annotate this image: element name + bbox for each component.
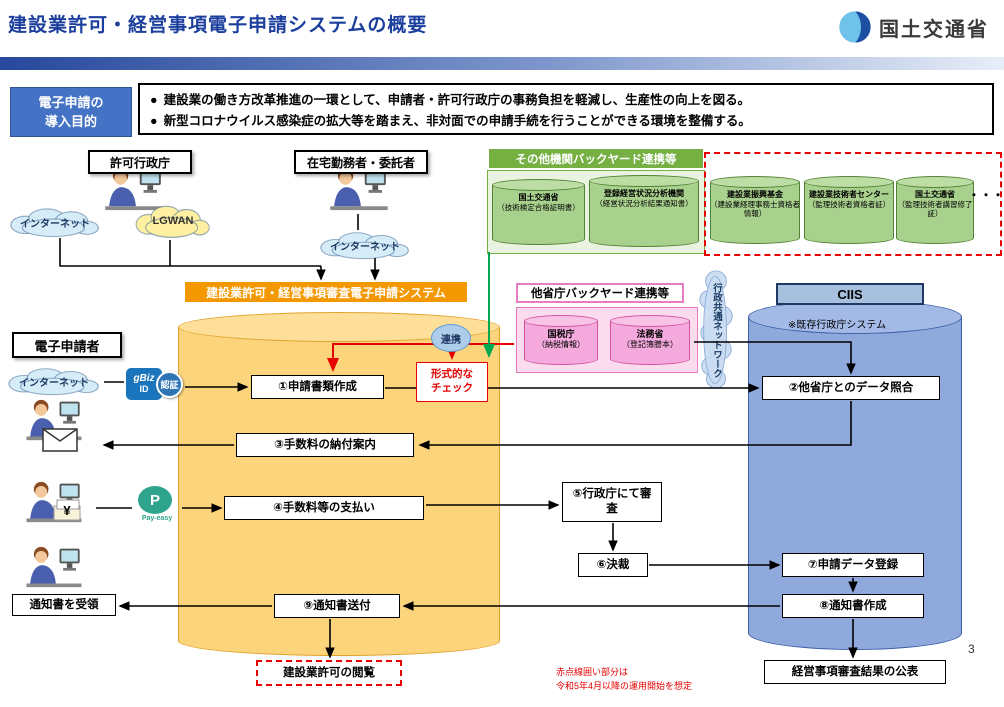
payeasy-mark: P [138,486,172,514]
mlit-logo-icon [836,8,874,46]
flow-step6-box: ⑥決裁 [578,553,648,577]
db-cylinder-moj: 法務省（登記簿謄本） [610,315,690,365]
db-cylinder-nta: 国税庁（納税情報） [524,315,598,365]
authority-box: 許可行政庁 [88,150,192,174]
bullet-icon: ● [150,93,158,107]
future-scope-dashed-box [704,152,1002,256]
publish-results-box: 経営事項審査結果の公表 [764,660,946,684]
other-backyard-title: その他機関バックヤード連携等 [489,149,703,168]
ciis-title: CIIS [776,283,924,305]
receive-notice-box: 通知書を受領 [12,594,116,616]
db-cylinder-shinko-kikin: 建設業振興基金（建設業経理事務士資格者情報） [710,176,800,244]
flow-step7-box: ⑦申請データ登録 [782,553,924,577]
auth-badge: 認証 [156,371,183,398]
page-title: 建設業許可・経営事項電子申請システムの概要 [8,15,428,36]
cash-icon: ¥ [52,498,82,522]
bullet-icon: ● [150,114,158,129]
flow-step8-box: ⑧通知書作成 [782,594,924,618]
ciis-note: ※既存行政庁システム [788,320,887,331]
db-cylinder-analysis-org: 登録経営状況分析機関（経営状況分析結果通知書） [589,175,699,247]
purpose-bullet-1: ● 建設業の働き方改革推進の一環として、申請者・許可行政庁の事務負担を軽減し、生… [150,90,982,111]
purpose-text-box: ● 建設業の働き方改革推進の一環として、申請者・許可行政庁の事務負担を軽減し、生… [138,83,994,135]
db-cylinder-gijutsusha-center: 建設業技術者センター（監理技術者資格者証） [804,176,894,244]
page-number: 3 [968,642,975,656]
envelope-icon [42,428,78,452]
gov-network-cloud: 行政共通ネットワーク [697,270,735,390]
remote-worker-box: 在宅勤務者・委託者 [294,150,428,174]
applicant-box: 電子申請者 [12,332,122,358]
purpose-label: 電子申請の 導入目的 [10,87,132,137]
lgwan-cloud: LGWAN [132,203,214,239]
flow-step5-box: ⑤行政庁にて審査 [562,482,662,522]
flow-step2-box: ②他省庁とのデータ照合 [762,376,940,400]
db-cylinder-mlit-exam: 国土交通省（技術検定合格証明書） [492,179,585,245]
red-dashed-legend: 赤点線囲い部分は 令和5年4月以降の運用開始を想定 [556,667,693,691]
person-at-computer-icon [24,545,84,589]
flow-step1-box: ①申請書類作成 [251,375,384,399]
renkei-ellipse: 連携 [431,324,471,352]
internet-cloud-2: インターネット [316,230,414,260]
view-permit-box: 建設業許可の閲覧 [256,660,402,686]
flow-step3-box: ③手数料の納付案内 [236,433,414,457]
internet-cloud-1: インターネット [6,206,104,238]
header-divider [0,57,1004,70]
flow-step9-box: ⑨通知書送付 [274,594,400,618]
gbizid-logo: gBiz ID [126,368,162,400]
db-cylinder-mlit-kanri: 国土交通省（監理技術者講習修了証） [896,176,974,244]
payeasy-logo: P Pay-easy [134,486,180,526]
flow-step4-box: ④手数料等の支払い [224,496,424,520]
internet-cloud-3: インターネット [4,366,104,396]
agency-logo: 国土交通省 [836,8,989,46]
purpose-bullet-2: ● 新型コロナウイルス感染症の拡大等を踏まえ、非対面での申請手続を行うことができ… [150,111,982,132]
formal-check-box: 形式的な チェック [416,362,488,402]
ministry-backyard-title: 他省庁バックヤード連携等 [516,283,684,303]
agency-name: 国土交通省 [879,18,989,41]
more-systems-ellipsis: ・・・ [968,188,1004,202]
main-system-title: 建設業許可・経営事項審査電子申請システム [185,282,467,302]
